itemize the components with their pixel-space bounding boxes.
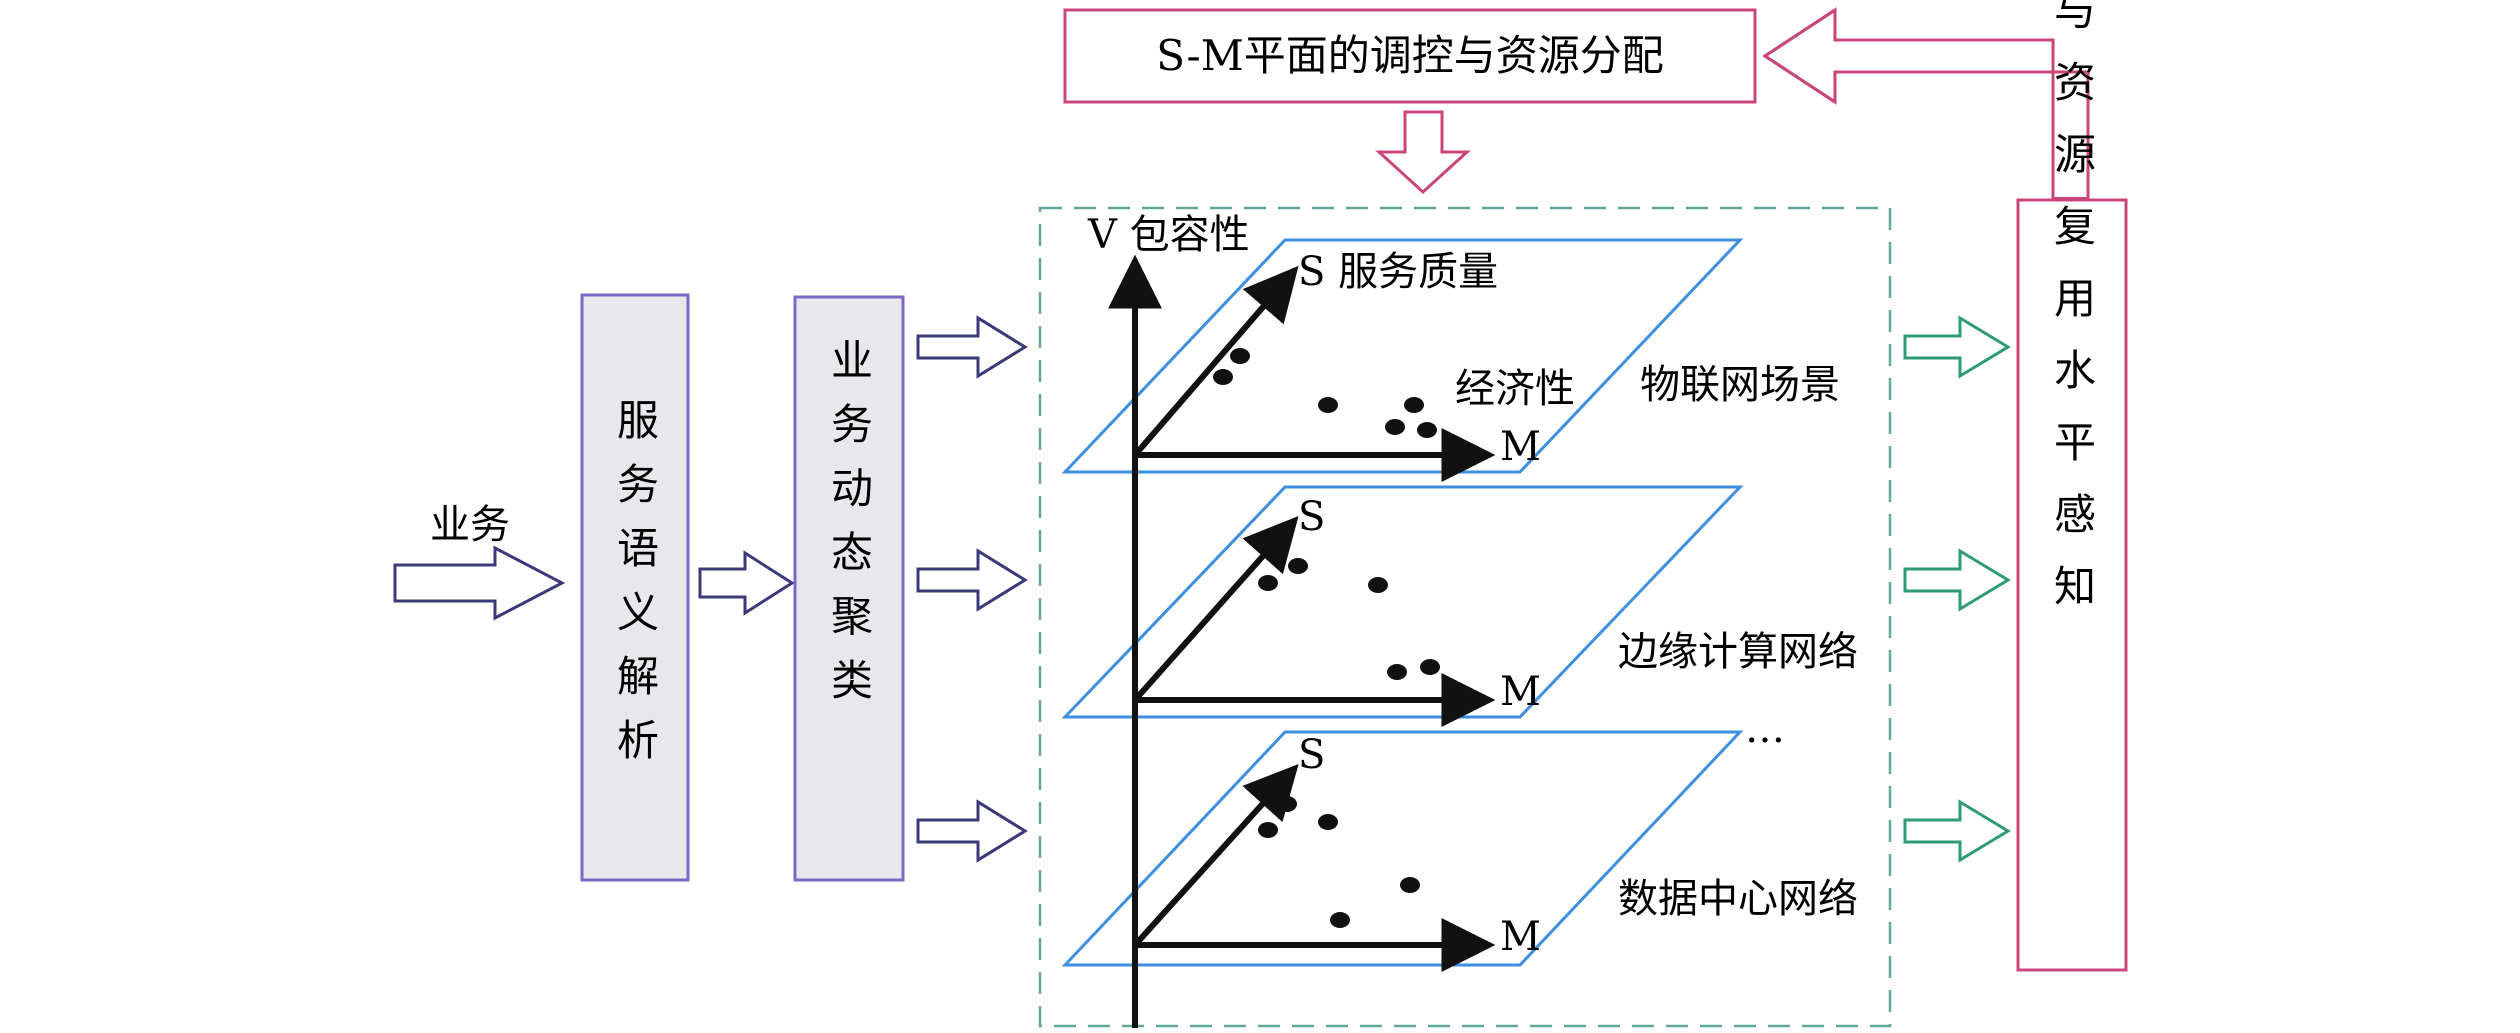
reuse-awareness-box	[2016, 198, 2128, 972]
plane-datacenter	[1061, 730, 1744, 967]
s-axis-plane-2	[1132, 515, 1299, 702]
dot	[1385, 419, 1405, 435]
s-axis-label-plane-3: S	[1298, 732, 1325, 778]
dot	[1213, 369, 1233, 385]
dot	[1277, 796, 1297, 812]
m-axis-label-plane-2: M	[1500, 669, 1541, 715]
s-axis-plane-3	[1132, 763, 1299, 948]
dot	[1387, 664, 1407, 680]
dot	[1420, 659, 1440, 675]
more-planes-ellipsis: …	[1745, 706, 1785, 752]
feedback-arrow-outline	[1762, 7, 2090, 197]
dot	[1318, 397, 1338, 413]
arrow-plane1-to-awareness	[1903, 315, 2011, 379]
dot	[1258, 822, 1278, 838]
plane-label-3: 数据中心网络	[1618, 876, 1858, 922]
arrow-cluster-to-plane-2	[916, 548, 1028, 612]
dot	[1318, 814, 1338, 830]
sm-plane-control-label: S-M平面的调控与资源分配	[1156, 31, 1664, 80]
dot	[1368, 577, 1388, 593]
dot	[1288, 558, 1308, 574]
plane-iot	[1061, 238, 1744, 474]
arrow-parse-to-cluster	[698, 550, 795, 616]
dot	[1417, 422, 1437, 438]
dot	[1330, 912, 1350, 928]
feedback-arrow	[1762, 7, 2090, 199]
planes-container	[1038, 206, 1892, 1028]
dot	[1404, 397, 1424, 413]
dynamic-clustering-label: 业务动态聚类	[825, 338, 874, 722]
s-axis-label-plane-1: S 服务质量	[1298, 249, 1498, 295]
input-label: 业务	[430, 502, 510, 548]
plane-label-1: 物联网场景	[1640, 362, 1840, 408]
m-axis-desc-plane-1: 经济性	[1455, 366, 1575, 412]
dot	[1400, 877, 1420, 893]
arrow-cluster-to-plane-1	[916, 315, 1028, 379]
plane-edge	[1061, 485, 1744, 719]
arrow-plane3-to-awareness	[1903, 799, 2011, 863]
plane-label-2: 边缘计算网络	[1618, 629, 1858, 675]
feedback-arrow-shaft	[2053, 40, 2088, 197]
dots-plane-3	[1258, 796, 1420, 928]
s-axis-label-plane-2: S	[1298, 494, 1325, 540]
m-axis-label-plane-3: M	[1500, 914, 1541, 960]
dot	[1230, 348, 1250, 364]
m-axis-label-plane-1: M	[1500, 424, 1541, 470]
arrow-top-down	[1375, 110, 1471, 195]
s-axis-plane-1	[1132, 265, 1299, 457]
arrow-plane2-to-awareness	[1903, 548, 2011, 612]
sm-plane-control-box	[1063, 8, 1757, 104]
dot	[1258, 575, 1278, 591]
dots-plane-2	[1258, 558, 1440, 680]
reuse-awareness-label: 服务与资源复用水平感知	[2048, 0, 2097, 636]
dynamic-clustering-box	[793, 295, 905, 882]
semantic-parsing-label: 服务语义解析	[611, 398, 660, 782]
arrow-cluster-to-plane-3	[916, 799, 1028, 863]
semantic-parsing-box	[580, 293, 690, 882]
input-arrow	[393, 545, 566, 621]
v-axis-label: V 包容性	[1087, 212, 1250, 258]
dots-plane-1	[1213, 348, 1437, 438]
